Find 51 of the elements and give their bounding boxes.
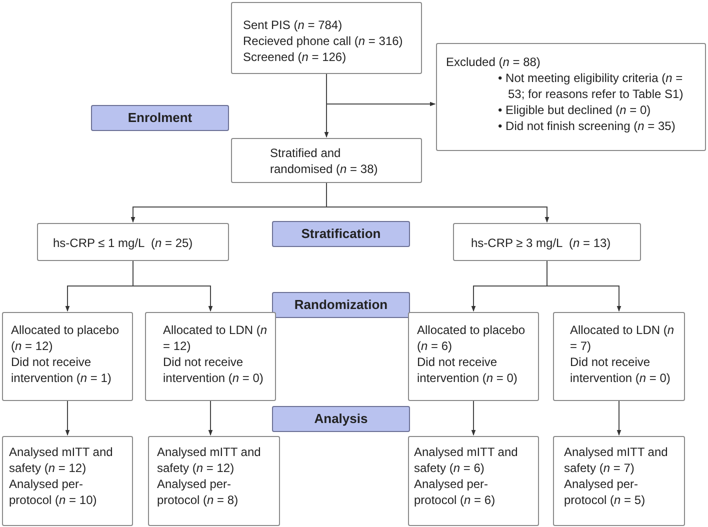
process-box — [453, 223, 641, 261]
bullet-item: • Not meeting eligibility criteria (n = 53; for reasons refer to Table S1) — [498, 70, 684, 102]
box-text: Did not receive intervention (n = 1) — [11, 354, 112, 386]
bullet-item: • Eligible but declined (n = 0) — [498, 102, 652, 118]
box-text: Analysed per-protocol (n = 5) — [564, 476, 646, 508]
process-box — [148, 436, 280, 526]
process-box — [408, 436, 539, 526]
phase-band: Stratification — [272, 221, 410, 247]
process-box — [231, 138, 422, 183]
box-heading: Excluded (n = 88) — [446, 54, 542, 70]
process-box — [231, 2, 422, 74]
box-text: Allocated to LDN (n = 7) — [570, 322, 676, 354]
process-box — [145, 312, 276, 401]
phase-band: Analysis — [272, 406, 410, 432]
box-text: hs-CRP ≤ 1 mg/L (n = 25) — [53, 235, 194, 251]
box-text: Analysed mITT and safety (n = 6) — [414, 444, 519, 476]
process-box — [553, 436, 685, 526]
box-text: Did not receive intervention (n = 0) — [417, 354, 518, 386]
box-text: hs-CRP ≥ 3 mg/L (n = 13) — [471, 235, 612, 251]
arrow — [132, 260, 213, 312]
box-text: Did not receive intervention (n = 0) — [163, 354, 264, 386]
arrow — [616, 400, 622, 436]
box-text: Allocated to placebo (n = 6) — [417, 322, 526, 354]
arrow — [65, 400, 70, 436]
box-text: Analysed per-protocol (n = 6) — [414, 476, 496, 508]
arrow — [546, 260, 622, 312]
box-text: Analysed mITT and safety (n = 12) — [157, 444, 262, 476]
box-text: Analysed mITT and safety (n = 7) — [564, 444, 669, 476]
process-box — [2, 436, 133, 526]
box-text: Analysed per-protocol (n = 8) — [157, 476, 240, 508]
process-box — [408, 312, 539, 401]
exclusion-box — [436, 43, 706, 151]
box-text: Analysed mITT and safety (n = 12) — [9, 444, 114, 476]
box-text: Recieved phone call (n = 316) — [243, 33, 404, 49]
arrow — [208, 400, 213, 436]
box-text: Sent PIS (n = 784) — [243, 17, 344, 33]
phase-band: Enrolment — [91, 105, 229, 131]
box-text: Analysed per-protocol (n = 10) — [9, 476, 98, 508]
box-text: Allocated to placebo (n = 12) — [11, 322, 120, 354]
arrow — [326, 74, 436, 106]
process-box — [37, 223, 229, 261]
box-text: Did not receive intervention (n = 0) — [570, 354, 672, 386]
phase-band: Randomization — [272, 292, 410, 318]
process-box — [553, 312, 685, 401]
process-box — [2, 312, 133, 401]
bullet-item: • Did not finish screening (n = 35) — [498, 118, 676, 134]
box-text: Allocated to LDN (n = 12) — [163, 322, 268, 354]
arrow — [471, 400, 476, 436]
box-text: Stratified and randomised (n = 38) — [270, 145, 379, 177]
box-text: Screened (n = 126) — [243, 49, 348, 65]
arrow — [326, 182, 550, 223]
